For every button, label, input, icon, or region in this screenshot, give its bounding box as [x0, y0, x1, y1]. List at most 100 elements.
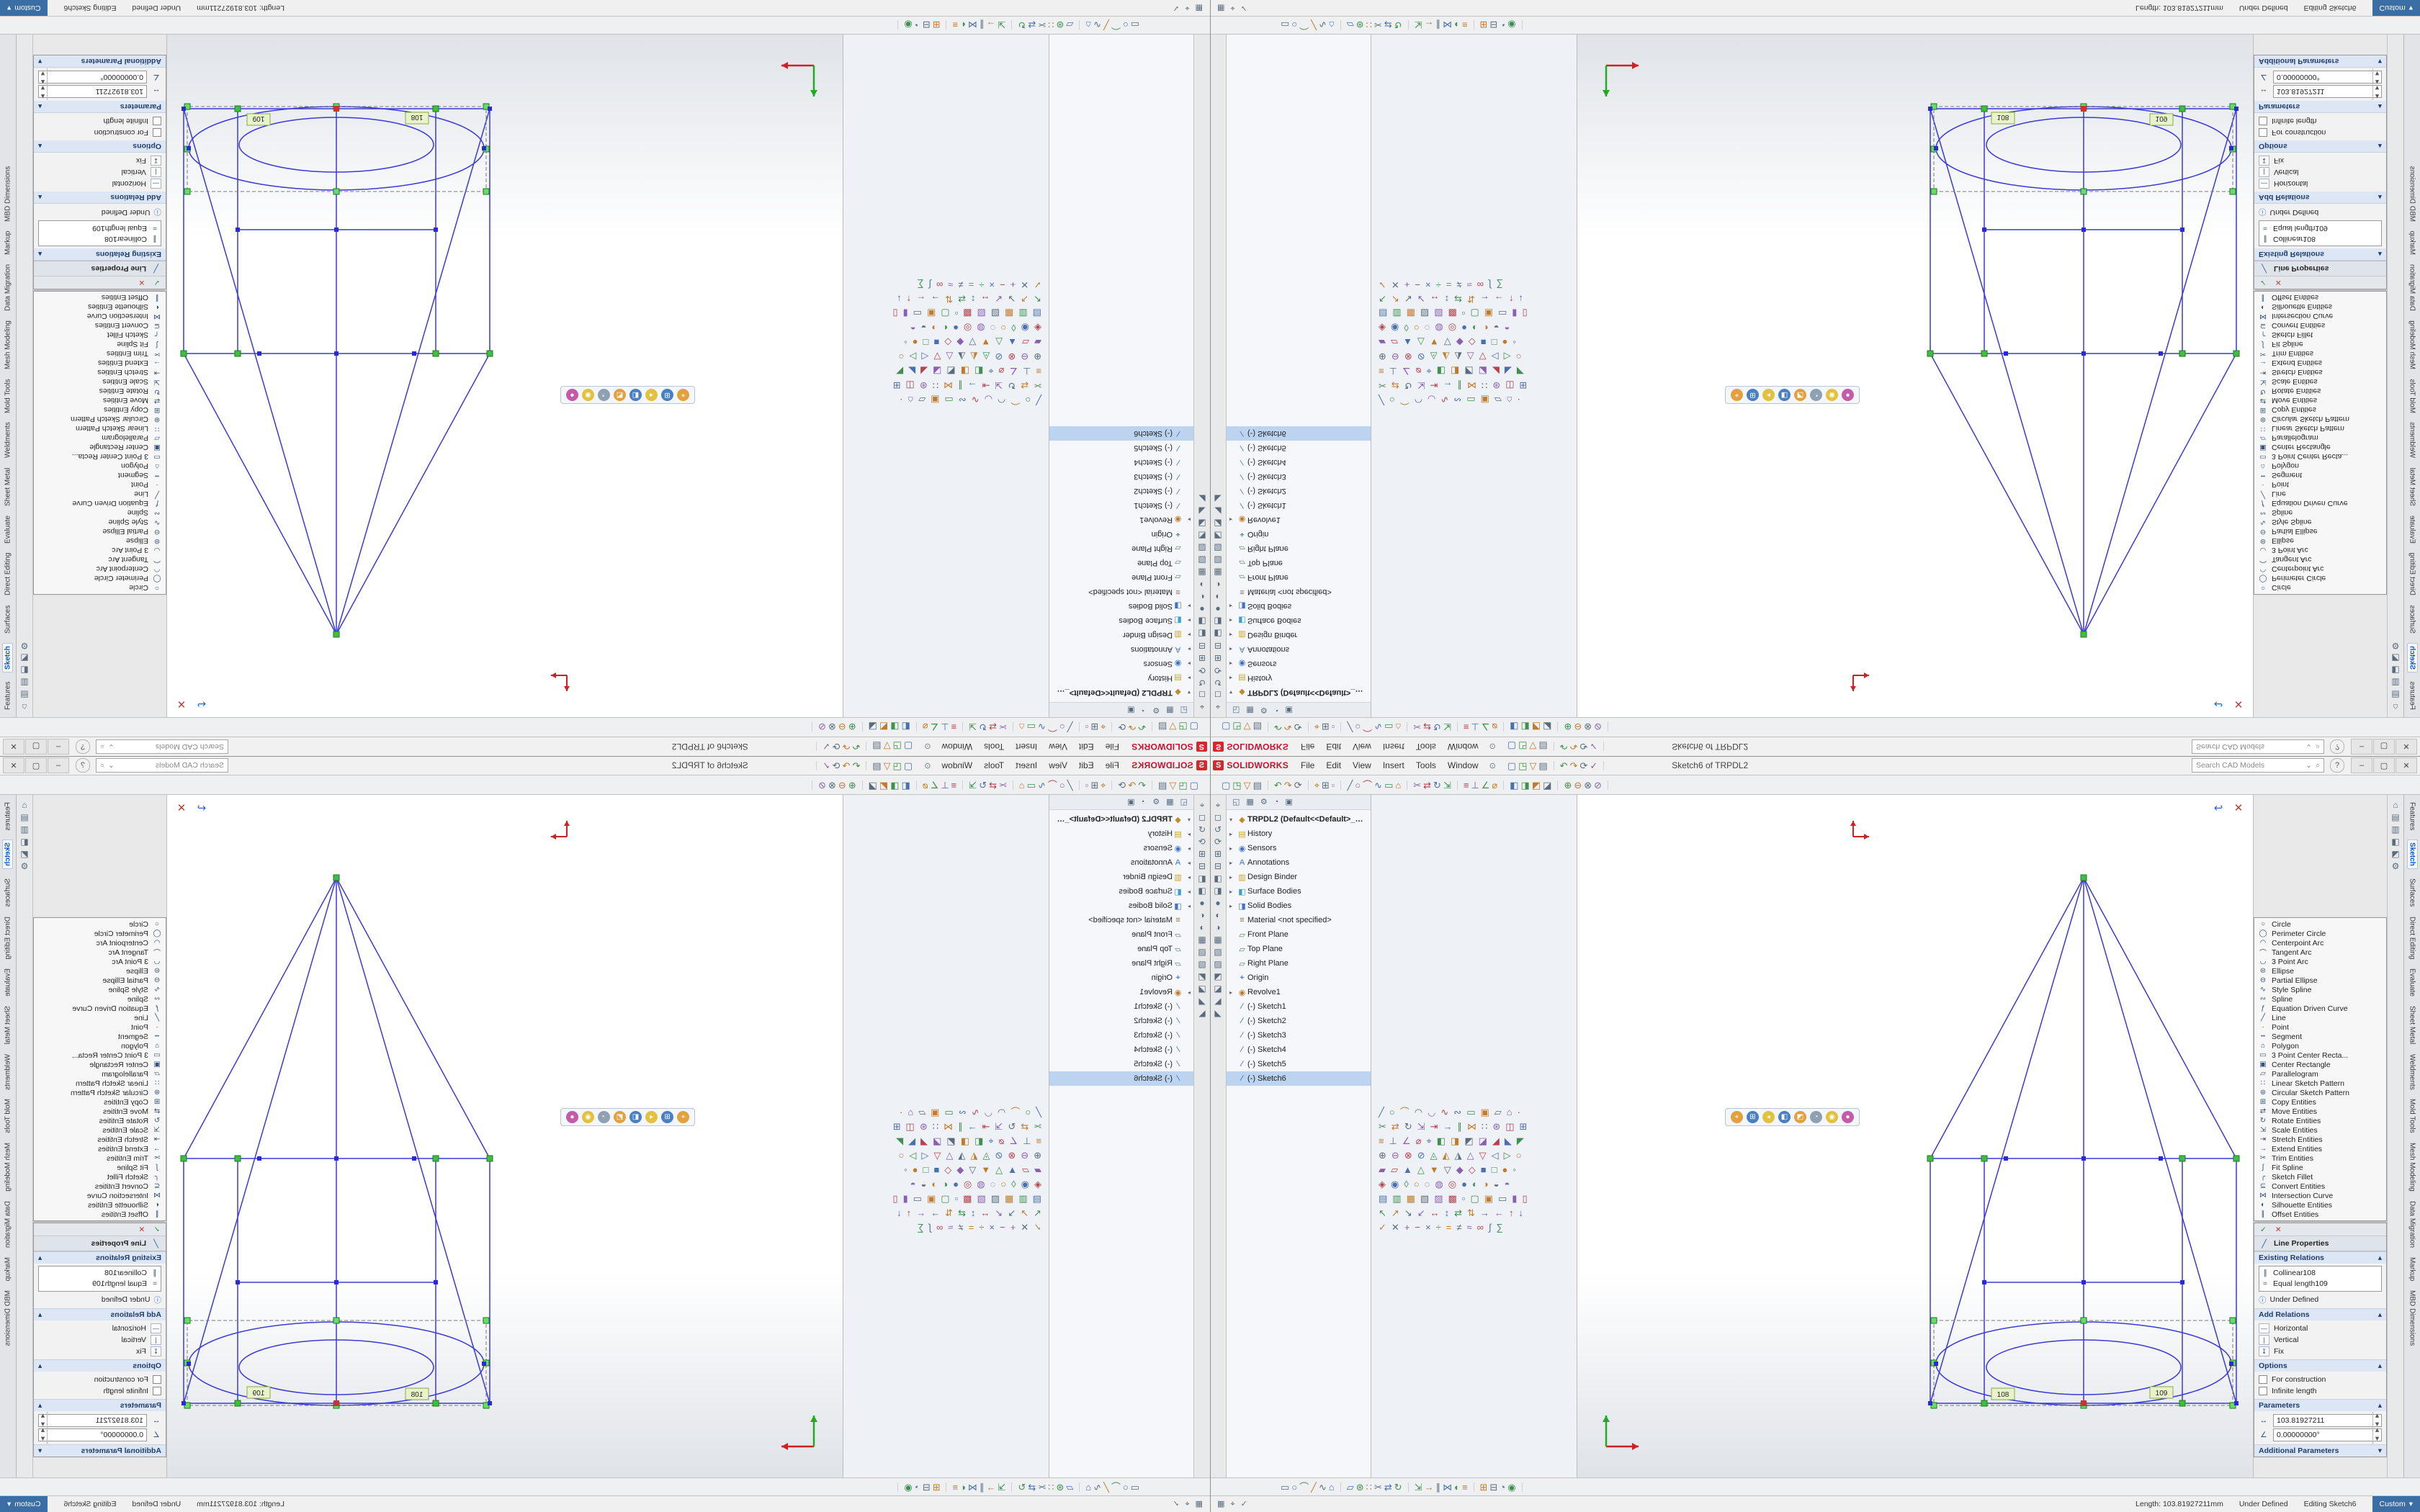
chevron-up-icon[interactable]: ▴ [2378, 102, 2382, 111]
ribbon-button-icon[interactable]: ⊥ [1023, 1135, 1031, 1146]
cancel-sketch-icon[interactable]: ✕ [2233, 801, 2244, 814]
toolbar-button-icon[interactable]: ⋈ [967, 1481, 977, 1493]
parameter-input[interactable]: 103.81927211▴▾ [2273, 1412, 2382, 1429]
ribbon-button-icon[interactable]: ▼ [1429, 337, 1439, 348]
sketch-vertex-points[interactable] [1927, 105, 2240, 638]
sketch-canvas[interactable]: 108 109 [167, 35, 843, 717]
toolbar-button-icon[interactable]: ● [1215, 604, 1221, 614]
ribbon-button-icon[interactable]: ◡ [1428, 1106, 1436, 1117]
tool-item-centerpoint-arc[interactable]: ◠Centerpoint Arc [34, 564, 166, 574]
ribbon-button-icon[interactable]: ◈ [1379, 323, 1386, 334]
tab-sketch[interactable]: Sketch [2, 642, 14, 672]
tab-evaluate[interactable]: Evaluate [2408, 515, 2416, 544]
toolbar-button-icon[interactable]: ○ [1059, 779, 1065, 791]
toolbar-button-icon[interactable]: ▧ [1214, 947, 1222, 957]
menu-tools[interactable]: Tools [984, 742, 1005, 752]
toolbar-button-icon[interactable]: ◩ [1198, 531, 1206, 541]
toolbar-button-icon[interactable]: ↶ [852, 741, 861, 752]
toolbar-button-icon[interactable]: ⌒ [1299, 19, 1309, 31]
chevron-up-icon[interactable]: ▴ [2378, 1310, 2382, 1319]
sketch-endpoints[interactable] [182, 107, 492, 356]
tree-item-origin[interactable]: ⌖Origin [1227, 527, 1371, 541]
add-relation-vertical[interactable]: |Vertical [2259, 166, 2382, 178]
menu-edit[interactable]: Edit [1326, 760, 1342, 770]
ribbon-button-icon[interactable]: ◧ [1436, 366, 1446, 377]
toolbar-button-icon[interactable]: ⊞ [1198, 849, 1206, 859]
toolbar-button-icon[interactable]: ⌂ [2393, 702, 2398, 712]
search-box[interactable]: Search CAD Models ⌄ ⌕ [96, 758, 228, 773]
toolbar-button-icon[interactable]: ◑ [1215, 922, 1221, 932]
ribbon-button-icon[interactable]: ↖ [1034, 294, 1041, 305]
close-button[interactable]: ✕ [2396, 757, 2417, 773]
toolbar-button-icon[interactable]: → [986, 19, 996, 31]
expand-arrow-icon[interactable]: ▸ [1187, 603, 1191, 610]
ribbon-button-icon[interactable]: ▭ [913, 1192, 923, 1204]
toolbar-button-icon[interactable]: ◔ [1500, 19, 1506, 31]
spinner[interactable]: ▴▾ [2372, 1426, 2381, 1444]
tool-item-rotate-entities[interactable]: ↻Rotate Entities [2254, 387, 2386, 396]
toolbar-button-icon[interactable]: ∥ [1435, 1481, 1441, 1493]
tool-item-parallelogram[interactable]: ▱Parallelogram [2254, 1069, 2386, 1079]
existing-relations-header[interactable]: Existing Relations ▴ [34, 248, 166, 261]
ribbon-button-icon[interactable]: ◭ [1442, 351, 1450, 363]
toolbar-button-icon[interactable]: ⊘ [817, 721, 826, 733]
spinner[interactable]: ▴▾ [39, 1426, 48, 1444]
ribbon-button-icon[interactable]: ✂ [1379, 1120, 1386, 1132]
tool-item-scale-entities[interactable]: ⇲Scale Entities [2254, 1125, 2386, 1135]
ribbon-button-icon[interactable]: ◨ [960, 1135, 969, 1146]
toolbar-button-icon[interactable]: ● [1199, 898, 1205, 908]
expand-arrow-icon[interactable]: ▸ [1229, 660, 1233, 667]
toolbar-button-icon[interactable]: ⊞ [1214, 653, 1222, 663]
toolbar-button-icon[interactable]: ◧ [20, 837, 29, 847]
toolbar-button-icon[interactable]: ▧ [1198, 947, 1206, 957]
toolbar-button-icon[interactable]: ▢ [1189, 779, 1198, 791]
ribbon-button-icon[interactable]: ∥ [1457, 1120, 1463, 1132]
ribbon-button-icon[interactable]: ○ [1000, 323, 1007, 334]
ribbon-button-icon[interactable]: ◒ [1493, 323, 1500, 334]
toolbar-button-icon[interactable]: ◪ [1543, 779, 1552, 791]
toolbar-button-icon[interactable]: ✂ [1038, 19, 1047, 31]
ribbon-button-icon[interactable]: ⊕ [1379, 351, 1386, 363]
ribbon-button-icon[interactable]: ◉ [1021, 1178, 1029, 1189]
toolbar-button-icon[interactable]: ◩ [2391, 653, 2400, 663]
ribbon-button-icon[interactable]: ← [916, 1207, 926, 1218]
toolbar-button-icon[interactable]: ⌂ [1085, 19, 1092, 31]
ribbon-button-icon[interactable]: ◪ [933, 366, 942, 377]
toolbar-button-icon[interactable]: ◨ [1214, 886, 1222, 896]
tab-surfaces[interactable]: Surfaces [4, 605, 12, 634]
toolbar-button-icon[interactable]: ∿ [1374, 721, 1383, 733]
ribbon-button-icon[interactable]: ↔ [1430, 1207, 1440, 1218]
toolbar-button-icon[interactable]: ▭ [1026, 779, 1036, 791]
toolbar-button-icon[interactable]: ✓ [822, 741, 830, 752]
toolbar-button-icon[interactable]: ⊞ [1090, 779, 1099, 791]
ribbon-button-icon[interactable]: ● [1461, 1178, 1467, 1189]
tab-direct-editing[interactable]: Direct Editing [4, 552, 12, 596]
origin-point[interactable] [333, 106, 339, 112]
ribbon-button-icon[interactable]: ◬ [1430, 351, 1438, 363]
ribbon-button-icon[interactable]: ○ [1025, 1106, 1031, 1117]
toolbar-button-icon[interactable]: ≡ [1463, 779, 1469, 791]
ribbon-button-icon[interactable]: ▯ [892, 308, 898, 320]
chevron-down-icon[interactable]: ▾ [2378, 1446, 2382, 1455]
ribbon-button-icon[interactable]: ⇥ [982, 1120, 990, 1132]
ribbon-button-icon[interactable]: ↕ [1444, 1207, 1450, 1218]
tool-item-linear-sketch-pattern[interactable]: ∷Linear Sketch Pattern [2254, 424, 2386, 433]
tool-item-stretch-entities[interactable]: ⇥Stretch Entities [34, 1135, 166, 1144]
tool-item-point[interactable]: ·Point [34, 480, 166, 490]
tool-item-rotate-entities[interactable]: ↻Rotate Entities [2254, 1116, 2386, 1125]
ribbon-button-icon[interactable]: ▭ [1466, 395, 1476, 406]
tree-item-front-plane[interactable]: ▱Front Plane [1227, 927, 1371, 942]
parameters-header[interactable]: Parameters ▴ [2254, 1399, 2386, 1411]
toolbar-button-icon[interactable]: ⌒ [1047, 779, 1057, 791]
chevron-down-icon[interactable]: ▾ [2378, 57, 2382, 66]
help-icon[interactable]: ? [2330, 739, 2344, 754]
ribbon-button-icon[interactable]: ▷ [909, 1149, 917, 1161]
expand-arrow-icon[interactable]: ▾ [1187, 816, 1191, 823]
ribbon-button-icon[interactable]: ≡ [1379, 366, 1384, 377]
view-orientation-icon[interactable]: ◩ [1794, 389, 1806, 401]
ribbon-button-icon[interactable]: ◇ [1468, 337, 1476, 348]
chevron-down-icon[interactable]: ⌄ [107, 761, 115, 770]
ribbon-button-icon[interactable]: ▢ [1470, 308, 1479, 320]
ribbon-button-icon[interactable]: ▷ [1503, 351, 1511, 363]
